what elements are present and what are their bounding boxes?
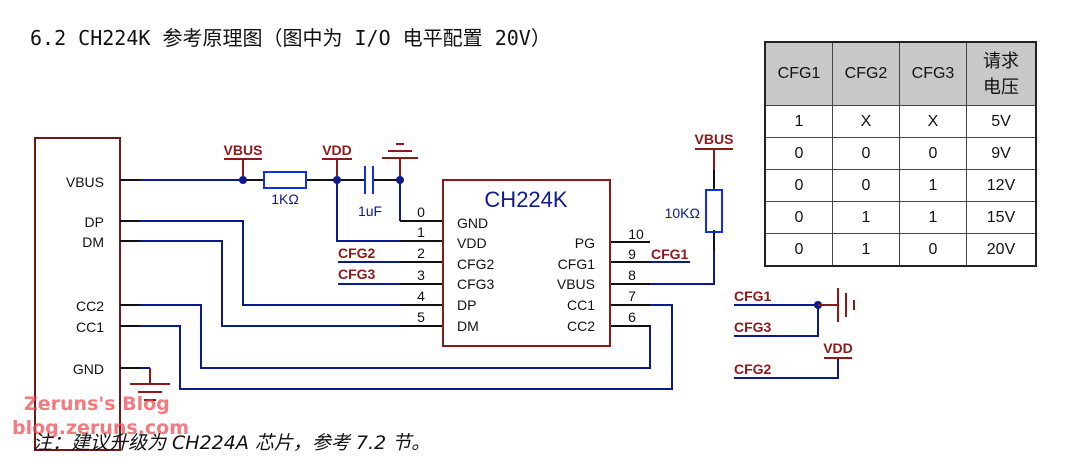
table-cell: 1 xyxy=(899,201,967,234)
pin-num-6: 6 xyxy=(628,309,636,325)
table-cell: 0 xyxy=(764,137,833,170)
usb-pin-cc2: CC2 xyxy=(76,298,104,314)
resistor-1k xyxy=(263,171,307,189)
net-cfg2-config: CFG2 xyxy=(734,361,772,377)
usb-pin-cc1: CC1 xyxy=(76,319,104,335)
resistor-10k xyxy=(705,189,723,233)
pin-name-gnd: GND xyxy=(457,215,488,231)
resistor-1k-label: 1KΩ xyxy=(271,191,299,207)
pin-name-cc2: CC2 xyxy=(567,318,595,334)
table-cell: 9V xyxy=(966,137,1037,170)
table-cell: 20V xyxy=(966,233,1037,267)
chip-left-pins: 0 GND 1 VDD 2 CFG2 3 CFG3 4 DP 5 DM xyxy=(417,204,494,334)
net-cfg1-config: CFG1 xyxy=(734,288,772,304)
header-voltage-line1: 请求 xyxy=(983,51,1019,71)
chip-right-pins: 10 PG 9 CFG1 8 VBUS 7 CC1 6 CC2 xyxy=(557,226,644,334)
pin-num-8: 8 xyxy=(628,267,636,283)
table-cell: 0 xyxy=(764,233,833,267)
usb-connector-box xyxy=(34,137,121,451)
table-cell: X xyxy=(832,105,900,138)
net-vbus-top: VBUS xyxy=(224,142,263,158)
pin-name-vbus: VBUS xyxy=(557,276,595,292)
watermark-line1: Zeruns's Blog xyxy=(24,393,170,415)
pin-name-vdd: VDD xyxy=(457,235,487,251)
resistor-10k-label: 10KΩ xyxy=(665,205,700,221)
header-cfg1: CFG1 xyxy=(764,41,833,106)
table-header-row: CFG1 CFG2 CFG3 请求电压 xyxy=(764,41,1037,106)
header-cfg2: CFG2 xyxy=(832,41,900,106)
pin-name-cc1: CC1 xyxy=(567,297,595,313)
table-cell: 0 xyxy=(899,233,967,267)
chip-ch224k xyxy=(442,179,611,347)
net-cfg3-config: CFG3 xyxy=(734,319,772,335)
junction-dots xyxy=(239,176,822,309)
table-cell: 0 xyxy=(764,201,833,234)
capacitor-label: 1uF xyxy=(358,203,382,219)
pin-name-pg: PG xyxy=(575,235,595,251)
table-cell: 0 xyxy=(764,169,833,202)
net-cfg2-left: CFG2 xyxy=(338,245,376,261)
header-voltage: 请求电压 xyxy=(966,41,1037,106)
chip-name: CH224K xyxy=(484,187,567,212)
pin-num-10: 10 xyxy=(628,226,644,242)
pin-name-dm: DM xyxy=(457,318,479,334)
net-vdd-top: VDD xyxy=(322,142,352,158)
watermark-line2: blog.zeruns.com xyxy=(12,417,189,439)
section-title: 6.2 CH224K 参考原理图（图中为 I/O 电平配置 20V） xyxy=(30,26,551,50)
net-vbus-right: VBUS xyxy=(695,131,734,147)
header-voltage-line2: 电压 xyxy=(983,77,1019,97)
table-cell: 0 xyxy=(832,169,900,202)
table-cell: 0 xyxy=(832,137,900,170)
usb-pin-gnd: GND xyxy=(73,361,104,377)
pin-name-dp: DP xyxy=(457,297,476,313)
table-cell: 1 xyxy=(832,233,900,267)
footnote: 注：建议升级为 CH224A 芯片，参考 7.2 节。 xyxy=(33,432,431,454)
table-cell: 0 xyxy=(899,137,967,170)
pin-num-5: 5 xyxy=(417,309,425,325)
table-cell: 12V xyxy=(966,169,1037,202)
table-cell: 1 xyxy=(832,201,900,234)
table-cell: 5V xyxy=(966,105,1037,138)
usb-pin-stubs xyxy=(120,179,140,369)
pin-num-0: 0 xyxy=(417,204,425,220)
usb-pin-dm: DM xyxy=(82,234,104,250)
table-cell: X xyxy=(899,105,967,138)
pin-num-4: 4 xyxy=(417,288,425,304)
net-vdd-config: VDD xyxy=(823,340,853,356)
table-cell: 15V xyxy=(966,201,1037,234)
table-cell: 1 xyxy=(764,105,833,138)
net-cfg3-left: CFG3 xyxy=(338,266,376,282)
pin-num-3: 3 xyxy=(417,267,425,283)
power-symbols xyxy=(130,143,855,401)
pin-num-2: 2 xyxy=(417,245,425,261)
usb-pin-dp: DP xyxy=(85,214,104,230)
pin-name-cfg3: CFG3 xyxy=(457,276,495,292)
pin-name-cfg2: CFG2 xyxy=(457,256,495,272)
chip-pin-stubs xyxy=(243,170,715,327)
pin-name-cfg1: CFG1 xyxy=(558,256,596,272)
pin-num-1: 1 xyxy=(417,224,425,240)
pin-num-7: 7 xyxy=(628,288,636,304)
usb-pin-vbus: VBUS xyxy=(66,174,104,190)
pin-num-9: 9 xyxy=(628,246,636,262)
header-cfg3: CFG3 xyxy=(899,41,967,106)
table-cell: 1 xyxy=(899,169,967,202)
net-cfg1-right: CFG1 xyxy=(651,246,689,262)
